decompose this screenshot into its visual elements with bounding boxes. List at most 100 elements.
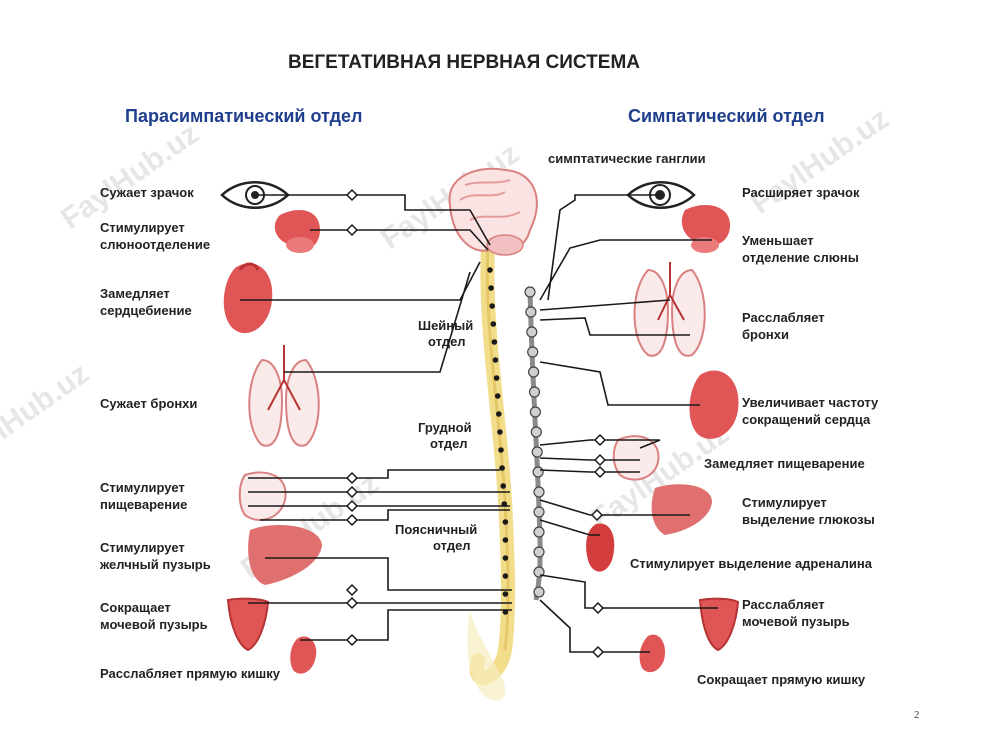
svg-text:Грудной: Грудной [418, 420, 472, 435]
sympathetic-ganglion [527, 346, 539, 358]
sympathetic-effect-label-8: Расслабляет мочевой пузырь [742, 597, 850, 629]
synapse-marker [590, 508, 604, 522]
nerve-pathways [240, 188, 718, 659]
sympathetic-effect-label-5: Замедляет пищеварение [704, 456, 865, 471]
spinal-root-dot [502, 555, 509, 561]
spinal-root-dot [493, 375, 500, 381]
parasympathetic-nerve-9 [265, 557, 512, 591]
svg-text:Увеличивает частоту: Увеличивает частоту [742, 395, 879, 410]
svg-text:Сужает бронхи: Сужает бронхи [100, 396, 197, 411]
svg-text:отдел: отдел [433, 538, 471, 553]
spinal-root-dot [492, 357, 499, 363]
sympathetic-ganglion [533, 526, 545, 538]
svg-text:Расширяет зрачок: Расширяет зрачок [742, 185, 860, 200]
sympathetic-ganglion [527, 366, 540, 378]
sympathetic-ganglion [524, 286, 536, 298]
synapse-marker [345, 583, 359, 597]
svg-text:слюноотделение: слюноотделение [100, 237, 210, 252]
liver-icon [248, 525, 322, 585]
sympathetic-ganglion [526, 326, 538, 338]
spine-label-cervical: Шейный отдел [418, 318, 473, 349]
spinal-cord [467, 243, 516, 701]
sympathetic-ganglion [530, 426, 542, 438]
lungs-icon [248, 345, 320, 447]
svg-text:Стимулирует: Стимулирует [100, 480, 185, 495]
svg-text:желчный пузырь: желчный пузырь [99, 557, 211, 572]
watermark-text: FaylHub.uz [55, 117, 205, 236]
sympathetic-ganglion [532, 466, 544, 478]
svg-text:отделение слюны: отделение слюны [742, 250, 859, 265]
svg-text:бронхи: бронхи [742, 327, 789, 342]
right-bladder-icon [698, 597, 740, 652]
right-rectum-icon [639, 634, 666, 673]
spinal-root-dot [494, 393, 501, 399]
adrenal-kidney-icon [586, 523, 615, 572]
spinal-root-dot [487, 267, 493, 273]
right-liver-icon [651, 484, 712, 535]
svg-text:Сокращает прямую кишку: Сокращает прямую кишку [697, 672, 866, 687]
svg-text:выделение глюкозы: выделение глюкозы [742, 512, 875, 527]
synapse-marker [345, 513, 359, 527]
parasympathetic-effect-label-1: Сужает зрачок [100, 185, 194, 200]
right-lungs-icon [633, 262, 706, 357]
spinal-root-dot [491, 339, 498, 345]
spinal-root-dot [502, 591, 509, 597]
sympathetic-effect-label-7: Стимулирует выделение адреналина [630, 556, 873, 571]
synapse-marker [593, 453, 607, 467]
sympathetic-nerve-6 [539, 439, 661, 449]
svg-text:Стимулирует: Стимулирует [742, 495, 827, 510]
sympathetic-ganglion [533, 486, 545, 498]
synapse-marker [591, 601, 605, 615]
spinal-root-dot [496, 411, 502, 417]
synapse-marker [345, 188, 359, 202]
synapse-marker [345, 633, 359, 647]
svg-text:Сокращает: Сокращает [100, 600, 171, 615]
spinal-root-dot [502, 519, 509, 525]
sympathetic-ganglion [529, 406, 542, 418]
sympathetic-nerve-8 [539, 469, 640, 473]
svg-text:Стимулирует: Стимулирует [100, 540, 185, 555]
watermark-text: FaylHub.uz [0, 357, 95, 476]
sympathetic-ganglion [533, 546, 545, 558]
spinal-root-dot [498, 447, 504, 453]
right-salivary-gland-icon [681, 205, 730, 253]
svg-text:Уменьшает: Уменьшает [742, 233, 814, 248]
spinal-root-dot [488, 285, 494, 291]
sympathetic-ganglion [525, 306, 537, 318]
sympathetic-nerve-10 [539, 519, 600, 536]
stomach-icon [238, 471, 287, 521]
synapse-marker [345, 471, 359, 485]
synapse-marker [345, 223, 359, 237]
right-heart-icon [689, 370, 739, 439]
sympathetic-nerve-11 [539, 574, 718, 609]
sympathetic-nerve-5 [539, 361, 700, 406]
sympathetic-ganglion [531, 446, 543, 458]
parasympathetic-effect-label-6: Стимулирует желчный пузырь [99, 540, 211, 572]
synapse-marker [593, 465, 607, 479]
svg-text:Замедляет: Замедляет [100, 286, 170, 301]
sympathetic-nerve-1 [547, 194, 660, 301]
spinal-root-dot [497, 429, 503, 435]
spinal-root-dot [502, 573, 509, 579]
sympathetic-nerve-7 [539, 457, 640, 461]
right-stomach-icon [612, 435, 660, 481]
synapse-marker [345, 485, 359, 499]
synapse-marker [593, 433, 607, 447]
parasympathetic-nerve-11 [300, 609, 512, 641]
svg-text:Расслабляет прямую кишку: Расслабляет прямую кишку [100, 666, 281, 681]
svg-text:Расслабляет: Расслабляет [742, 597, 825, 612]
sympathetic-ganglion [528, 386, 541, 398]
spinal-root-dot [489, 303, 496, 309]
synapse-marker [345, 499, 359, 513]
diagram-title: ВЕГЕТАТИВНАЯ НЕРВНАЯ СИСТЕМА [288, 52, 640, 73]
svg-text:Поясничный: Поясничный [395, 522, 477, 537]
svg-text:мочевой пузырь: мочевой пузырь [742, 614, 850, 629]
sympathetic-nerve-4 [539, 317, 690, 336]
right-organs [586, 181, 740, 673]
bladder-icon [226, 597, 270, 652]
